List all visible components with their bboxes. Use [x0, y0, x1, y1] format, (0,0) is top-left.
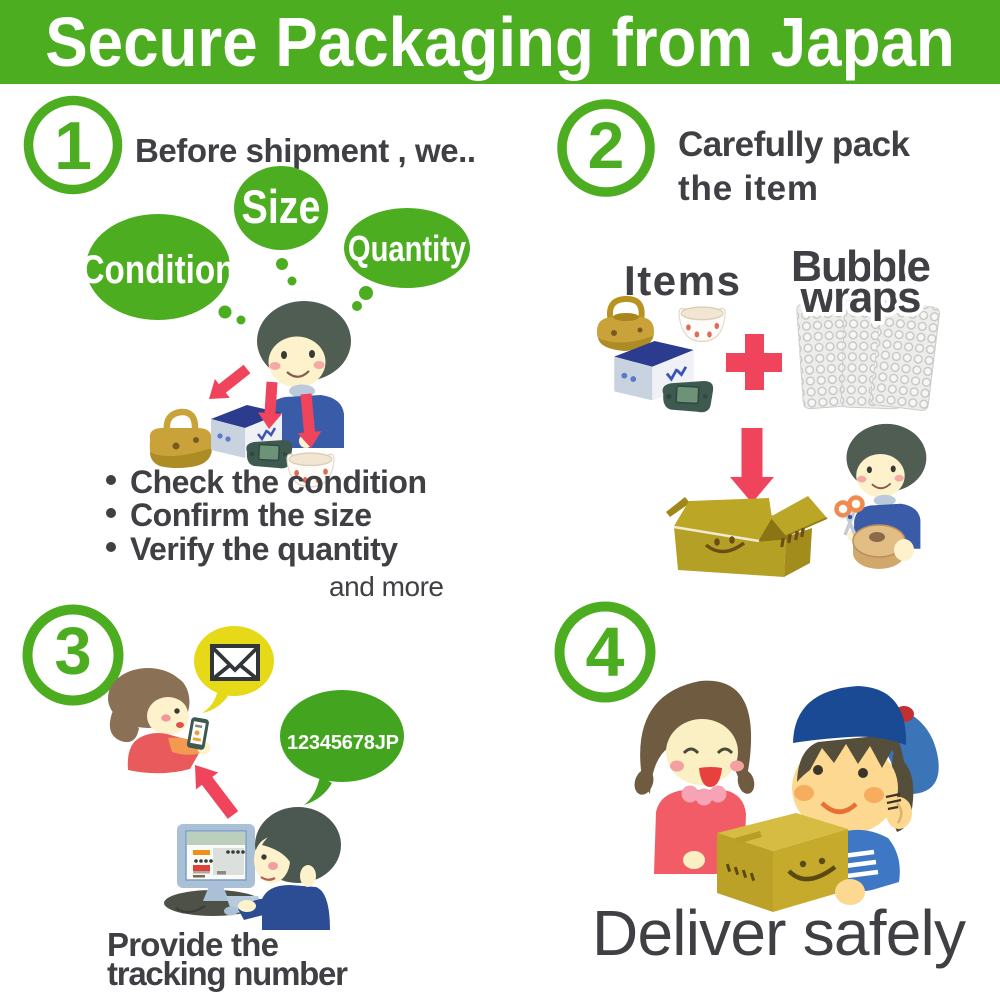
svg-text:Bubble: Bubble — [791, 242, 931, 291]
svg-text:the item: the item — [678, 169, 818, 208]
svg-text:wraps: wraps — [800, 273, 922, 322]
svg-text:1: 1 — [54, 108, 92, 184]
svg-text:and more: and more — [329, 571, 444, 602]
svg-text:12345678JP: 12345678JP — [287, 732, 399, 754]
svg-text:Carefully pack: Carefully pack — [678, 125, 911, 164]
svg-text:Check the condition: Check the condition — [130, 464, 427, 500]
svg-text:Provide the: Provide the — [107, 926, 279, 963]
svg-text:Secure Packaging from Japan: Secure Packaging from Japan — [45, 3, 955, 81]
svg-text:Confirm the size: Confirm the size — [130, 497, 372, 533]
svg-text:4: 4 — [586, 613, 625, 691]
svg-text:Items: Items — [624, 257, 740, 304]
svg-text:Condition: Condition — [81, 247, 236, 292]
svg-text:tracking number: tracking number — [107, 955, 348, 992]
svg-text:Quantity: Quantity — [348, 228, 467, 269]
svg-text:Verify the quantity: Verify the quantity — [130, 531, 398, 567]
svg-text:3: 3 — [54, 614, 91, 689]
svg-text:Size: Size — [242, 182, 321, 234]
svg-text:Before shipment , we..: Before shipment , we.. — [135, 132, 476, 169]
svg-text:Deliver safely: Deliver safely — [592, 897, 966, 969]
svg-text:2: 2 — [588, 108, 625, 182]
